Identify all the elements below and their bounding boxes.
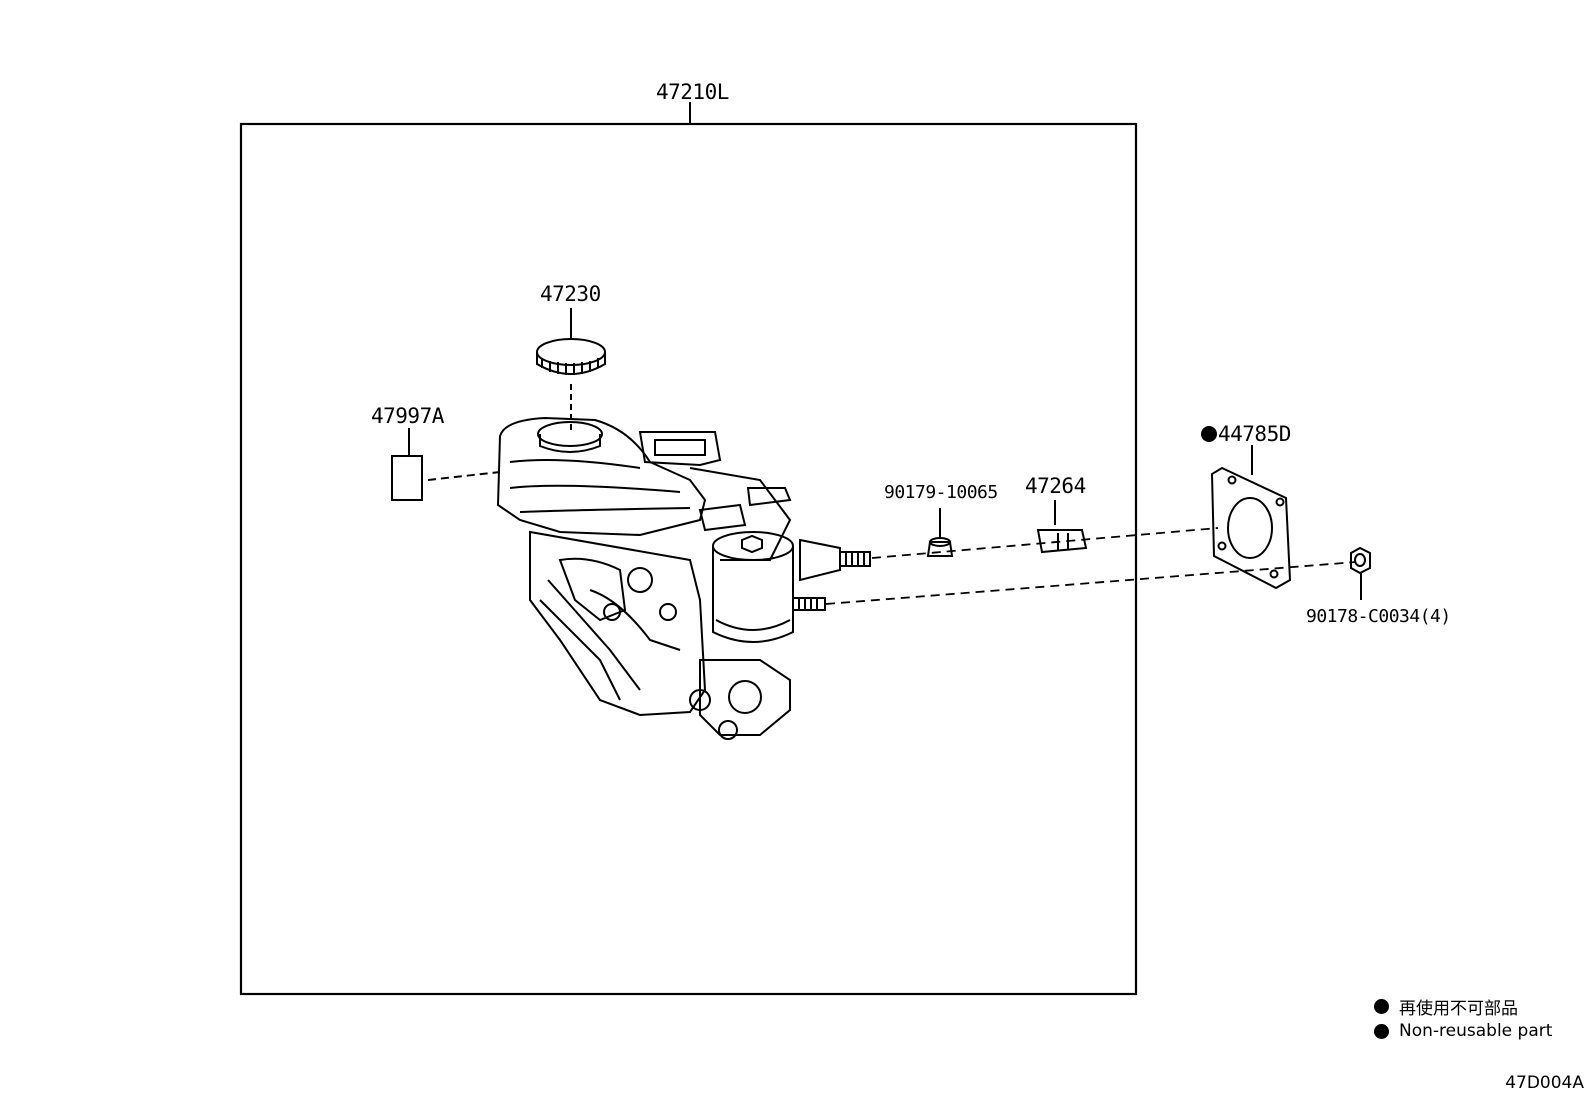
gasket-part	[1210, 445, 1292, 590]
cap-part-number: 47230	[540, 282, 601, 306]
diagram-code: 47D004A	[1505, 1073, 1584, 1093]
assembly-part-number: 47210L	[656, 80, 729, 104]
nut-part	[1350, 546, 1371, 600]
legend-text-jp: 再使用不可部品	[1399, 999, 1518, 1019]
upper-fastening-line	[871, 527, 1219, 559]
label-part-number: 47997A	[371, 404, 444, 428]
reservoir-cap-part	[536, 308, 606, 430]
lower-fastening-line	[825, 561, 1357, 605]
bracket-part	[1036, 500, 1088, 554]
gasket-part-number: 44785D	[1218, 422, 1291, 446]
caution-label-part	[391, 428, 501, 501]
bolt-part-number: 90179-10065	[884, 482, 998, 503]
assembly-frame	[239, 122, 1138, 996]
legend-dot-icon	[1374, 999, 1389, 1014]
nut-part-number: 90178-C0034(4)	[1306, 606, 1451, 627]
legend-text-en: Non-reusable part	[1399, 1021, 1553, 1041]
legend-dot-icon	[1374, 1023, 1389, 1039]
legend-row-jp: 再使用不可部品	[1374, 994, 1518, 1019]
bolt-part	[926, 508, 954, 557]
bracket-part-number: 47264	[1025, 474, 1086, 498]
legend-row-en: Non-reusable part	[1374, 1021, 1552, 1041]
brake-actuator-body	[496, 416, 871, 740]
non-reusable-marker-icon	[1201, 426, 1217, 442]
